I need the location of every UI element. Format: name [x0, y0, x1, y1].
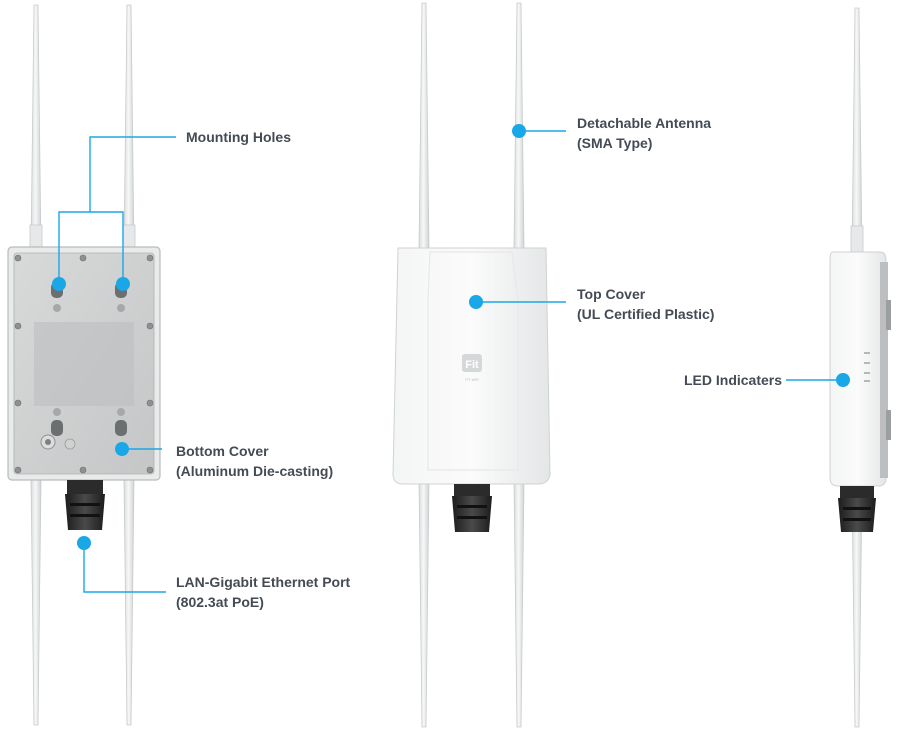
- led-indicators: [864, 352, 870, 382]
- callout-lines: [58, 130, 842, 593]
- cable-gland: [838, 486, 876, 532]
- cable-gland: [65, 480, 105, 530]
- label-top-cover: Top Cover (UL Certified Plastic): [577, 284, 714, 324]
- label-lan-port: LAN-Gigabit Ethernet Port (802.3at PoE): [176, 572, 350, 612]
- side-view: [829, 7, 891, 728]
- brand-logo: Fit FIT WiFi: [462, 354, 482, 382]
- antenna: [850, 7, 864, 728]
- antenna: [29, 4, 43, 726]
- label-line: (SMA Type): [577, 135, 653, 151]
- label-antenna: Detachable Antenna (SMA Type): [577, 113, 711, 153]
- top-cover-ridge: [427, 251, 519, 471]
- label-led: LED Indicaters: [684, 370, 782, 390]
- label-line: LAN-Gigabit Ethernet Port: [176, 574, 351, 590]
- side-housing: [829, 251, 887, 487]
- callout-dot: [52, 124, 850, 550]
- label-bottom-cover: Bottom Cover (Aluminum Die-casting): [176, 441, 333, 481]
- vent-plug: [40, 434, 76, 450]
- label-line: Detachable Antenna: [577, 115, 712, 131]
- screw: [14, 254, 154, 474]
- front-view: Fit FIT WiFi: [392, 2, 551, 728]
- label-line: (802.3at PoE): [176, 594, 264, 610]
- label-line: Top Cover: [577, 286, 646, 302]
- label-line: (Aluminum Die-casting): [176, 463, 334, 479]
- antenna: [418, 2, 430, 728]
- label-line: (UL Certified Plastic): [577, 306, 715, 322]
- label-line: Bottom Cover: [176, 443, 269, 459]
- mounting-stud: [53, 304, 125, 416]
- side-bracket: [886, 300, 891, 440]
- svg-text:FIT WiFi: FIT WiFi: [465, 378, 478, 382]
- side-back-plate: [880, 262, 888, 478]
- back-view: [7, 4, 161, 726]
- label-line: Mounting Holes: [186, 129, 291, 145]
- svg-text:Fit: Fit: [465, 359, 479, 371]
- back-label-plate: [34, 322, 134, 406]
- label-mounting-holes: Mounting Holes: [186, 127, 291, 147]
- label-line: LED Indicaters: [684, 372, 783, 388]
- cable-gland: [452, 484, 492, 532]
- antenna: [122, 4, 136, 726]
